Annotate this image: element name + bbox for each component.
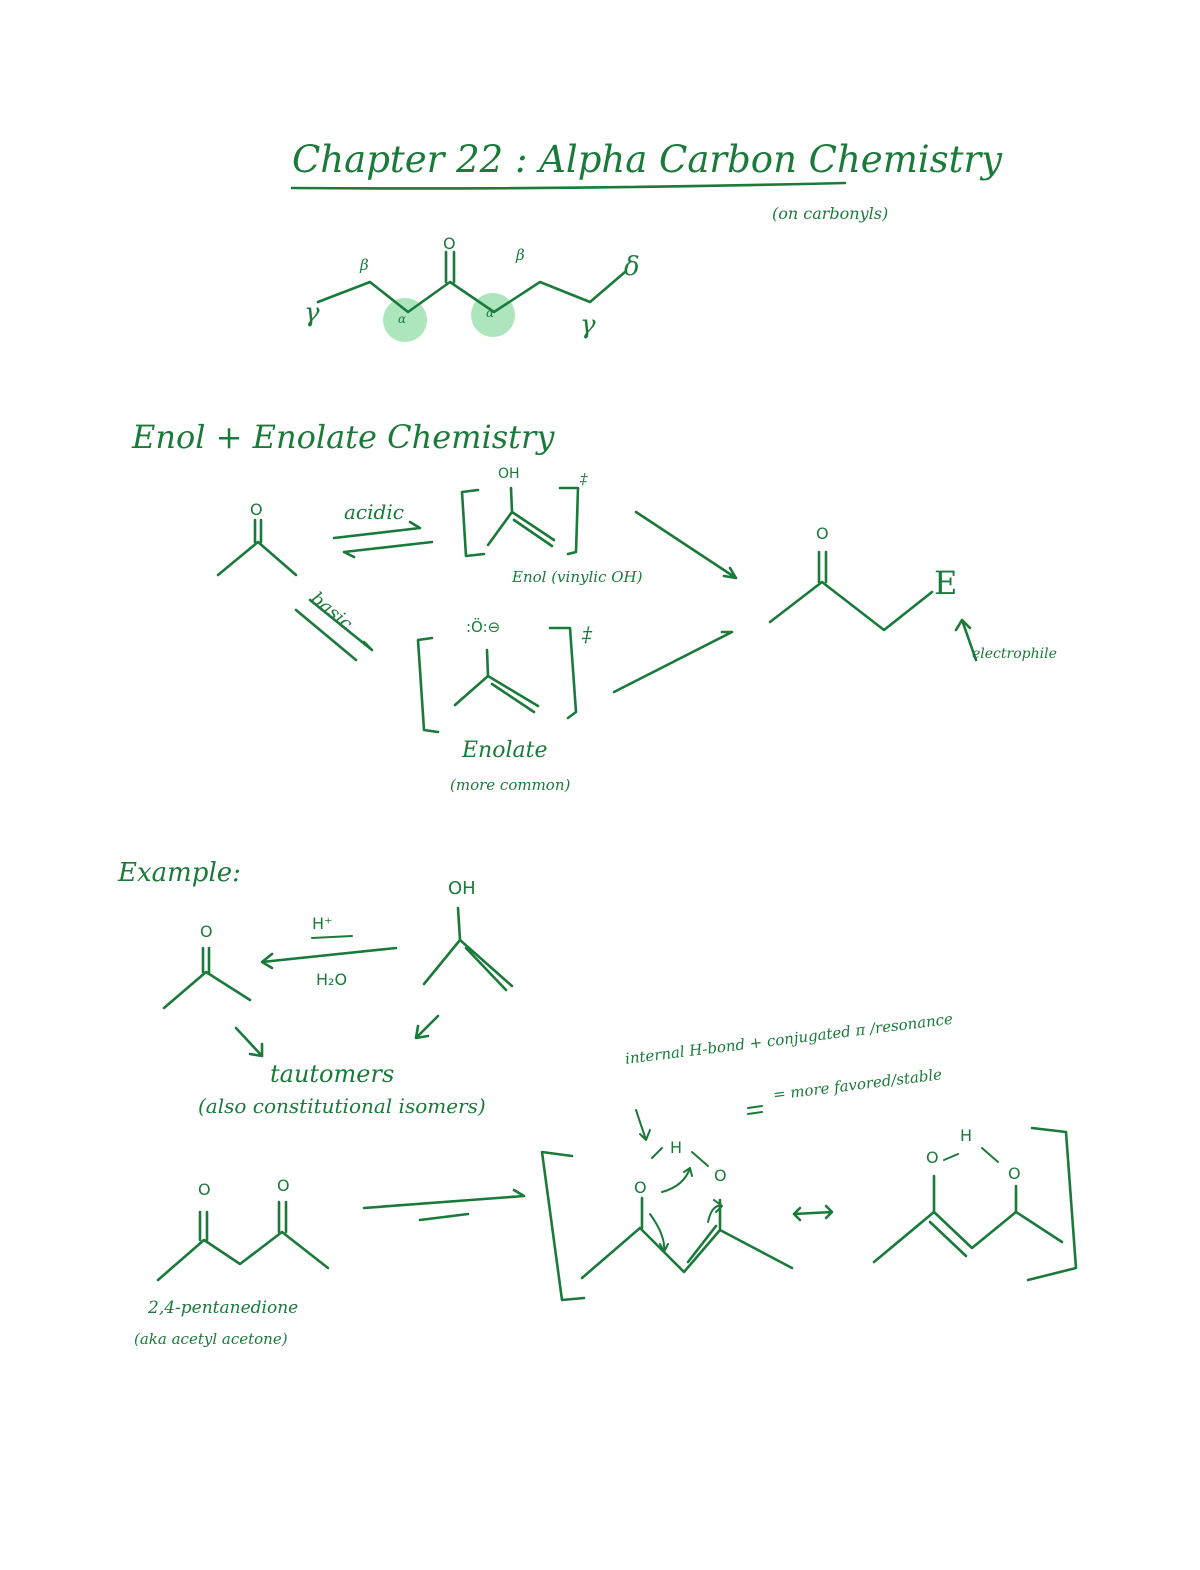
enolate-oxygen: :Ö:⊖: [466, 618, 501, 636]
pentanedione-skeleton: [156, 1230, 330, 1282]
product-carbonyl: [817, 550, 828, 584]
example-enol-oh: OH: [448, 878, 476, 899]
ketone-1: [216, 540, 298, 577]
product-electrophile-e: E: [934, 564, 958, 602]
enol-oh-bond: [509, 486, 514, 514]
enol-form-1-skeleton: [580, 1226, 794, 1280]
enol-bracket-big-left: [540, 1150, 586, 1302]
dione-aka: (aka acetyl acetone): [134, 1330, 288, 1348]
basic-forward-arrow: [308, 598, 374, 652]
equals-sign: [747, 1105, 763, 1115]
carbon-chain: [316, 270, 627, 314]
alpha-highlight-left: [383, 298, 427, 342]
curved-arrow-1: [661, 1167, 693, 1193]
chain-beta-left: β: [360, 256, 369, 274]
enol1-hydrogen: H: [670, 1138, 683, 1157]
curved-arrow-2: [649, 1213, 669, 1253]
chain-gamma-left: γ: [304, 298, 320, 328]
tautomers-label: tautomers: [270, 1060, 395, 1088]
title-underline: [290, 181, 847, 190]
reagent-water: H₂O: [316, 970, 348, 989]
page-subtitle: (on carbonyls): [772, 204, 889, 223]
enol-form-1-double: [686, 1224, 718, 1264]
enol-to-product-arrow: [634, 510, 738, 580]
dione-carbonyl-1: [198, 1210, 209, 1242]
example-arrow: [260, 946, 398, 970]
enol-bracket-right: [558, 486, 580, 556]
hbond-pointer-arrow: [635, 1109, 651, 1141]
example-heading: Example:: [118, 858, 241, 888]
dione-name: 2,4-pentanedione: [148, 1298, 299, 1318]
enol1-oxygen-left: O: [634, 1178, 647, 1197]
enol2-hydrogen: H: [960, 1126, 973, 1145]
enol-bracket-left: [460, 488, 486, 558]
acidic-label: acidic: [344, 500, 404, 524]
tautomer-arrow-left: [234, 1026, 264, 1058]
enolate-note: (more common): [450, 776, 571, 794]
enol-oh-label: OH: [498, 466, 520, 482]
ketone-2-double-bond: [201, 946, 211, 974]
enolate-bracket-left: [416, 636, 440, 734]
enolate-charge: ‡: [582, 622, 592, 646]
enol-form-2-skeleton: [872, 1210, 1064, 1264]
dione-oxygen-1: O: [198, 1180, 211, 1199]
enolate-to-product-arrow: [612, 630, 734, 694]
chain-alpha-left: α: [398, 312, 407, 326]
tautomers-note: (also constitutional isomers): [198, 1094, 486, 1118]
chain-alpha-right: α: [486, 306, 495, 320]
enol-skeleton: [486, 510, 556, 548]
example-ketone-oxygen: O: [200, 922, 213, 941]
enol-heading: Enol + Enolate Chemistry: [132, 418, 555, 456]
ketone-2: [162, 970, 252, 1010]
enolate-o-bond: [485, 648, 490, 678]
chain-delta: δ: [624, 252, 640, 282]
reagent-h-plus: H⁺: [312, 914, 333, 933]
enolate-bracket-right: [548, 626, 578, 720]
product-skeleton: [768, 580, 934, 632]
enolate-skeleton: [453, 674, 540, 714]
enolate-caption: Enolate: [462, 738, 548, 763]
product-oxygen: O: [816, 524, 829, 543]
enol-2-oh-bond: [456, 906, 462, 942]
acidic-reverse-arrow: [342, 540, 434, 559]
dione-carbonyl-2: [277, 1200, 288, 1234]
dione-oxygen-2: O: [277, 1176, 290, 1195]
acidic-forward-arrow: [332, 520, 422, 540]
basic-reverse-arrow: [294, 608, 358, 662]
enol-2: [422, 938, 514, 992]
enol2-oxygen-left: O: [926, 1148, 939, 1167]
chain-gamma-right: γ: [580, 310, 596, 340]
electrophile-label: electrophile: [972, 646, 1057, 662]
chain-oxygen: O: [443, 234, 456, 253]
h-plus-underline: [311, 935, 353, 939]
enol-caption: Enol (vinylic OH): [512, 568, 643, 586]
keto-enol-reverse-arrow: [418, 1212, 470, 1222]
enol-form-2-double: [928, 1220, 968, 1258]
enol-charge: ‡: [580, 470, 588, 488]
enol-bracket-big-right: [1026, 1126, 1078, 1282]
page-title: Chapter 22 : Alpha Carbon Chemistry: [292, 138, 1003, 181]
enol2-oxygen-right: O: [1008, 1164, 1021, 1183]
enol-form-1-hbond: [651, 1147, 709, 1167]
ketone-1-double-bond: [253, 518, 263, 544]
chain-beta-right: β: [516, 246, 525, 264]
resonance-arrow: [792, 1204, 834, 1222]
electrophile-arrow: [954, 618, 978, 662]
enol-form-2-hbond: [943, 1147, 999, 1163]
keto-enol-forward-arrow: [362, 1188, 526, 1210]
enol1-oxygen-right: O: [714, 1166, 727, 1185]
tautomer-arrow-right: [414, 1014, 440, 1040]
ketone-1-oxygen: O: [250, 500, 263, 519]
chain-carbonyl-bond: [444, 250, 456, 284]
curved-arrow-3: [707, 1199, 723, 1223]
